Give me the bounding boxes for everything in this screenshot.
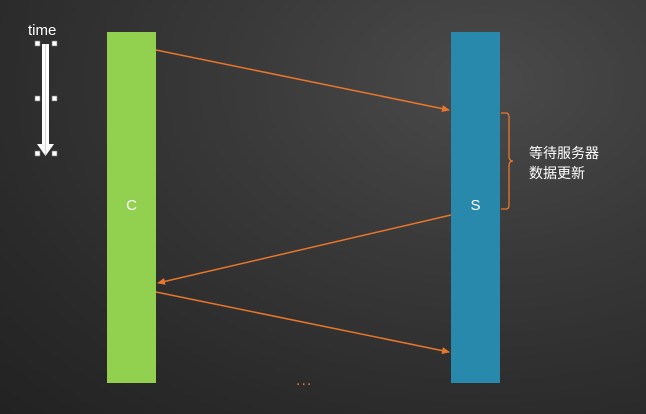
- client-lifeline: C: [107, 32, 156, 383]
- time-label: time: [28, 22, 57, 39]
- wait-annotation-line2: 数据更新: [529, 166, 585, 182]
- wait-bracket: [501, 112, 514, 210]
- request-arrow: [155, 49, 450, 113]
- next-request-arrow: [155, 291, 450, 355]
- continuation-ellipsis: ...: [296, 372, 313, 389]
- selection-handles: [34, 40, 58, 157]
- server-lifeline: S: [451, 32, 500, 383]
- wait-annotation: 等待服务器 数据更新: [529, 144, 639, 184]
- time-arrow-icon: [34, 40, 58, 157]
- wait-annotation-line1: 等待服务器: [529, 146, 599, 162]
- response-arrow: [157, 214, 452, 285]
- client-label: C: [126, 197, 137, 214]
- server-label: S: [470, 197, 481, 214]
